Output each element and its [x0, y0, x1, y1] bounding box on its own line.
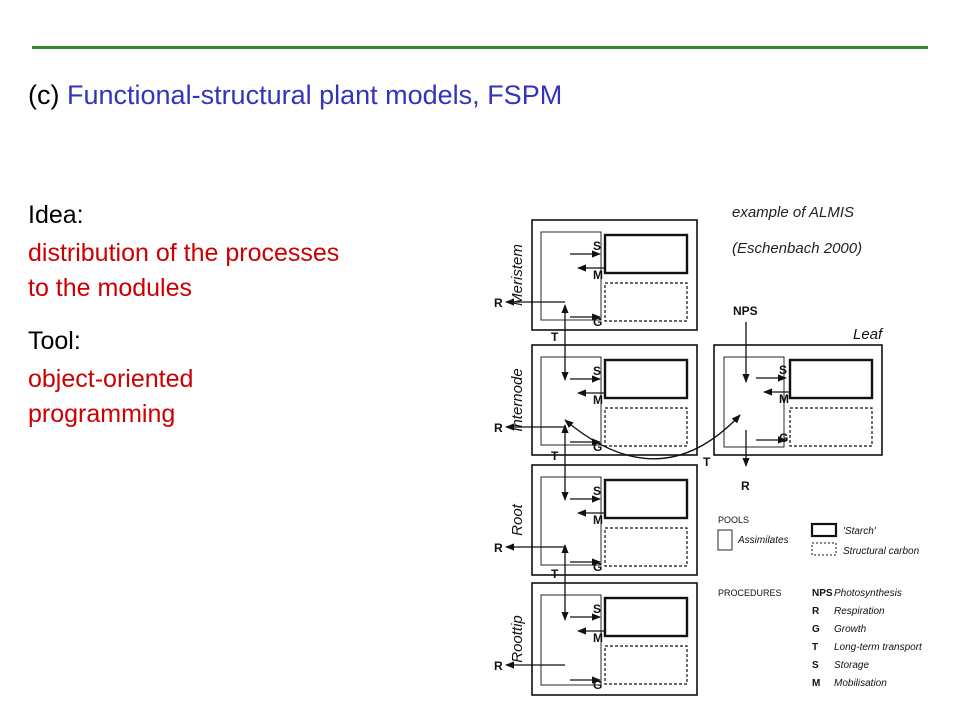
leaf-storage-letter: S — [779, 363, 787, 377]
module-meristem: Meristem S M G R — [494, 219, 698, 331]
legend: POOLS Assimilates 'Starch' Structural carbo… — [717, 515, 923, 689]
mobilisation-letter: M — [593, 513, 603, 527]
legend-starch-swatch — [810, 522, 838, 538]
procedure-code: M — [812, 678, 820, 689]
figure-caption-1: example of ALMIS — [732, 204, 854, 221]
tool-label: Tool: — [28, 327, 81, 355]
tool-line-2: programming — [28, 400, 176, 428]
starch-pool — [603, 478, 689, 520]
storage-letter: S — [593, 239, 601, 253]
starch-pool — [603, 233, 689, 275]
title-prefix: (c) — [28, 80, 60, 110]
procedure-name: Storage — [834, 660, 869, 671]
procedure-name: Long-term transport — [834, 642, 923, 653]
module-frame — [531, 219, 698, 331]
mobilisation-letter: M — [593, 631, 603, 645]
procedure-name: Mobilisation — [834, 678, 887, 689]
module-frame — [531, 464, 698, 576]
procedure-name: Respiration — [834, 606, 885, 617]
legend-assimilates-swatch — [717, 529, 733, 551]
idea-line-1: distribution of the processes — [28, 239, 340, 267]
module-roottip: Roottip S M G R — [494, 582, 698, 696]
pools-heading: POOLS — [718, 515, 749, 525]
transport-letter: T — [551, 449, 559, 463]
leaf-transport-arrow — [564, 414, 741, 460]
procedure-name: Photosynthesis — [834, 588, 902, 599]
leaf-label: Leaf — [853, 326, 884, 343]
respiration-letter: R — [494, 541, 503, 555]
transport-letter: T — [551, 330, 559, 344]
leaf-transport-letter: T — [703, 455, 711, 469]
slide-title: (c) Functional-structural plant models, … — [28, 80, 562, 111]
procedure-code: G — [812, 624, 820, 635]
legend-assimilates-label: Assimilates — [737, 535, 789, 546]
idea-line-2: to the modules — [28, 274, 192, 302]
growth-letter: G — [593, 315, 602, 329]
structural-pool — [604, 407, 688, 447]
storage-letter: S — [593, 364, 601, 378]
figure-caption-2: (Eschenbach 2000) — [732, 240, 863, 257]
leaf-respiration-letter: R — [741, 479, 750, 493]
module-label-internode: Internode — [509, 368, 526, 431]
respiration-letter: R — [494, 421, 503, 435]
module-frame — [531, 582, 698, 696]
storage-letter: S — [593, 484, 601, 498]
procedure-code: NPS — [812, 588, 833, 599]
growth-letter: G — [593, 440, 602, 454]
leaf-assimilates-pool — [723, 356, 785, 448]
module-frame — [531, 344, 698, 456]
assimilates-pool — [540, 476, 602, 566]
transport-letter: T — [551, 567, 559, 581]
procedures-heading: PROCEDURES — [718, 588, 782, 598]
title-text: Functional-structural plant models, FSPM — [67, 80, 563, 110]
procedure-code: S — [812, 660, 819, 671]
assimilates-pool — [540, 231, 602, 321]
module-internode: Internode S M G R — [494, 344, 698, 456]
procedure-code: T — [812, 642, 818, 653]
leaf-frame — [713, 344, 883, 456]
mobilisation-letter: M — [593, 393, 603, 407]
respiration-letter: R — [494, 659, 503, 673]
assimilates-pool — [540, 356, 602, 446]
growth-letter: G — [593, 560, 602, 574]
leaf-structural-pool — [789, 407, 873, 447]
mobilisation-letter: M — [593, 268, 603, 282]
procedure-name: Growth — [834, 624, 867, 635]
structural-pool — [604, 645, 688, 685]
header-rule — [32, 46, 928, 49]
starch-pool — [603, 596, 689, 638]
leaf-growth-letter: G — [779, 431, 788, 445]
starch-pool — [603, 358, 689, 400]
storage-letter: S — [593, 602, 601, 616]
module-label-meristem: Meristem — [509, 244, 526, 306]
tool-line-1: object-oriented — [28, 365, 194, 393]
legend-starch-label: 'Starch' — [843, 526, 877, 537]
module-root: Root S M G R — [494, 464, 698, 576]
leaf-module: Leaf NPS S M G R T — [564, 304, 884, 493]
assimilates-pool — [540, 594, 602, 686]
leaf-starch-pool — [788, 358, 874, 400]
growth-letter: G — [593, 678, 602, 692]
module-label-root: Root — [509, 503, 526, 536]
nps-label: NPS — [733, 304, 758, 318]
procedure-code: R — [812, 606, 820, 617]
legend-structural-label: Structural carbon — [843, 546, 920, 557]
structural-pool — [604, 527, 688, 567]
idea-label: Idea: — [28, 201, 84, 229]
leaf-mobilisation-letter: M — [779, 392, 789, 406]
structural-pool — [604, 282, 688, 322]
legend-structural-swatch — [811, 542, 837, 556]
module-label-roottip: Roottip — [509, 615, 526, 663]
respiration-letter: R — [494, 296, 503, 310]
